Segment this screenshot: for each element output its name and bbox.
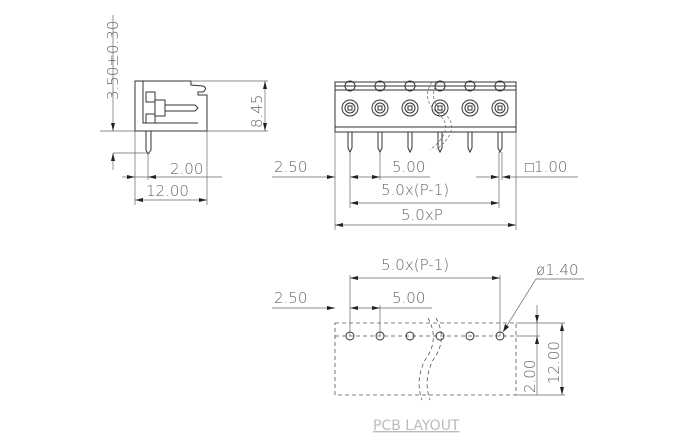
terminal-top <box>464 80 476 92</box>
pcb-hole <box>405 331 415 341</box>
pin <box>407 132 413 154</box>
screw-slot <box>377 105 383 111</box>
pcb-dim-depth: 12.00 <box>545 341 563 384</box>
terminal-top <box>404 80 416 92</box>
pcb-hole <box>465 331 475 341</box>
screw-terminal <box>341 99 359 117</box>
dim-body-depth: 12.00 <box>146 182 189 200</box>
pcb-dim-row-offset: 2.00 <box>521 360 539 393</box>
pcb-layout: 5.0x(P-1) 2.50 5.00 ø1.40 2.00 12.00 PCB… <box>272 256 584 434</box>
pcb-dim-edge-offset: 2.50 <box>274 289 307 307</box>
terminal-top <box>434 80 446 92</box>
screw-slot <box>347 105 353 111</box>
pin <box>377 132 383 154</box>
pin <box>347 132 353 154</box>
front-dim-span: 5.0x(P-1) <box>381 181 449 199</box>
front-dim-pin-size: □1.00 <box>525 158 567 176</box>
screw-terminal <box>401 99 419 117</box>
front-view: 2.50 5.00 □1.00 5.0x(P-1) 5.0xP <box>272 80 578 230</box>
screw-head <box>344 102 356 114</box>
screw-terminal <box>461 99 479 117</box>
screw-head <box>464 102 476 114</box>
pcb-dim-span: 5.0x(P-1) <box>381 256 449 274</box>
pin <box>437 132 443 154</box>
dim-height-tolerance: 3.50±0.30 <box>104 21 122 100</box>
dim-body-height: 8.45 <box>248 95 266 128</box>
pin <box>467 132 473 154</box>
screw-head <box>374 102 386 114</box>
front-dim-length: 5.0xP <box>401 206 443 224</box>
screw-slot <box>467 105 473 111</box>
screw-head <box>404 102 416 114</box>
screw-slot <box>497 105 503 111</box>
screw-terminal <box>371 99 389 117</box>
screw-terminal <box>491 99 509 117</box>
pcb-hole <box>435 331 445 341</box>
front-dim-edge-offset: 2.50 <box>274 158 307 176</box>
screw-head <box>494 102 506 114</box>
pcb-dim-hole-diameter: ø1.40 <box>536 261 579 279</box>
dim-pin-offset: 2.00 <box>170 160 203 178</box>
front-dim-pitch: 5.00 <box>392 158 425 176</box>
terminal-top <box>374 80 386 92</box>
side-view: 3.50±0.30 8.45 2.00 12.00 <box>100 15 268 205</box>
terminal-top <box>494 80 506 92</box>
screw-terminal <box>431 99 449 117</box>
pcb-dim-pitch: 5.00 <box>392 289 425 307</box>
pcb-layout-caption: PCB LAYOUT <box>373 418 460 434</box>
screw-head <box>434 102 446 114</box>
terminal-top <box>344 80 356 92</box>
pin <box>497 132 503 154</box>
screw-slot <box>407 105 413 111</box>
